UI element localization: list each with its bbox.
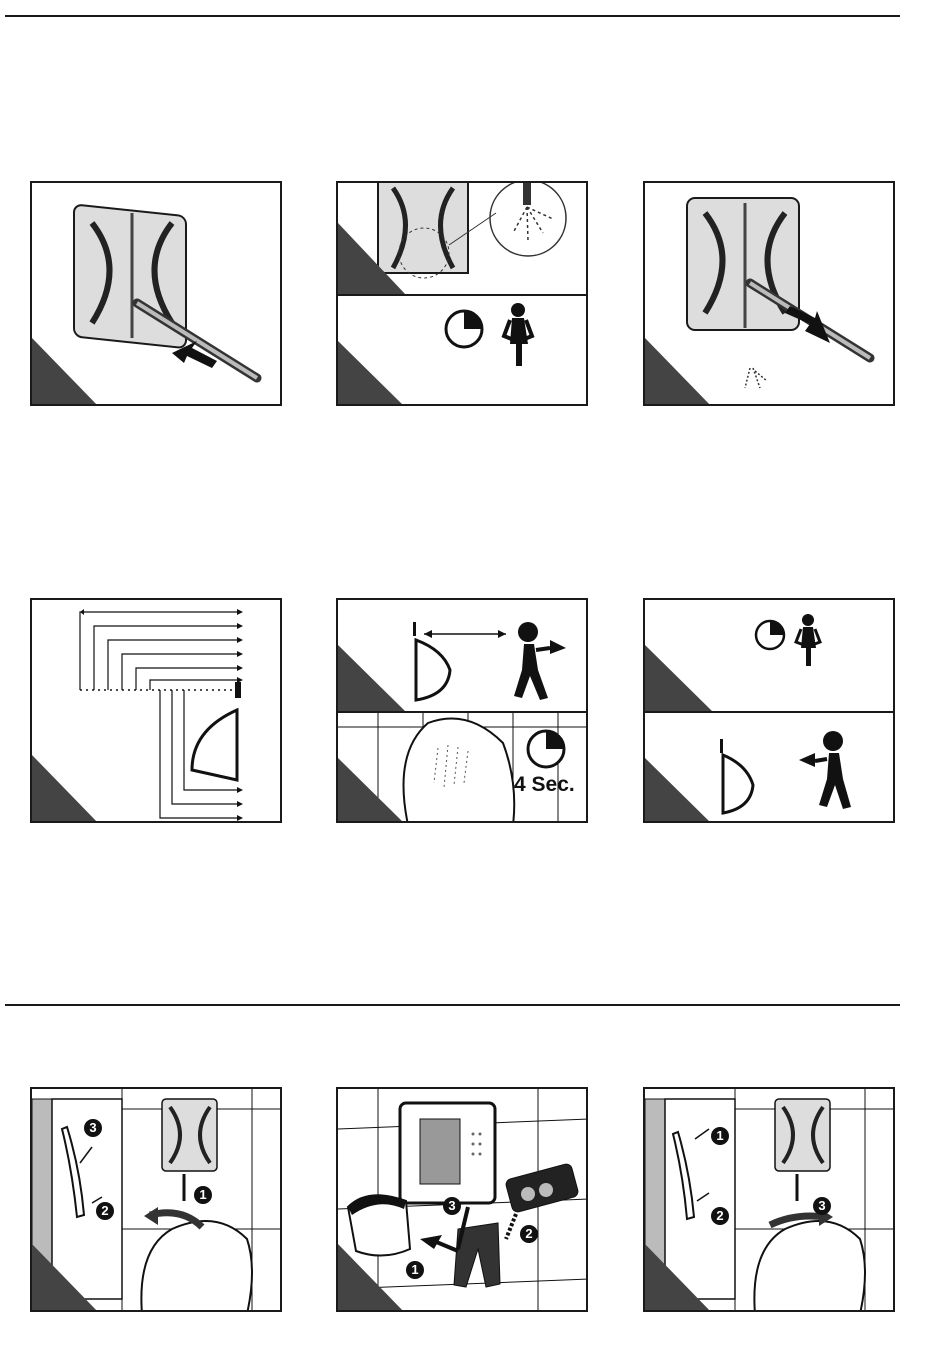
panel-remove-cover: 3 2 1 [30, 1087, 282, 1312]
battery-replacement-illustration [338, 1089, 588, 1312]
timer-person-illustration [338, 296, 586, 406]
panel-sensor-timer [336, 181, 588, 406]
cover-reinstall-illustration [645, 1089, 895, 1312]
top-rule [5, 15, 900, 17]
cover-removal-illustration [32, 1089, 282, 1312]
step-badge-1: 1 [194, 1186, 212, 1204]
panel-insert-rod [30, 181, 282, 406]
panel-approach-timer: 4 Sec. [336, 598, 588, 823]
panel-replace-battery: 3 2 1 [336, 1087, 588, 1312]
panel-walk-away [643, 598, 895, 823]
step-badge-3: 3 [813, 1197, 831, 1215]
middle-rule [5, 1004, 900, 1006]
step-badge-2: 2 [520, 1225, 538, 1243]
flush-plate-rod-spray-illustration [645, 183, 895, 406]
panel-remove-rod [643, 181, 895, 406]
panel-reinstall-cover: 1 2 3 [643, 1087, 895, 1312]
step-badge-1: 1 [406, 1261, 424, 1279]
leave-urinal-illustration [645, 713, 893, 823]
flush-plate-rod-illustration [32, 183, 282, 406]
sensor-spray-illustration [338, 183, 586, 295]
step-badge-3: 3 [443, 1197, 461, 1215]
step-badge-2: 2 [711, 1207, 729, 1225]
step-badge-3: 3 [84, 1119, 102, 1137]
range-arrows-illustration [32, 600, 282, 823]
step-badge-1: 1 [711, 1127, 729, 1145]
step-badge-2: 2 [96, 1202, 114, 1220]
panel-detection-range [30, 598, 282, 823]
urinal-flush-timer-illustration [338, 713, 586, 823]
approach-distance-illustration [338, 600, 586, 712]
four-seconds-label: 4 Sec. [514, 773, 575, 797]
timer-person-illustration [645, 600, 893, 712]
